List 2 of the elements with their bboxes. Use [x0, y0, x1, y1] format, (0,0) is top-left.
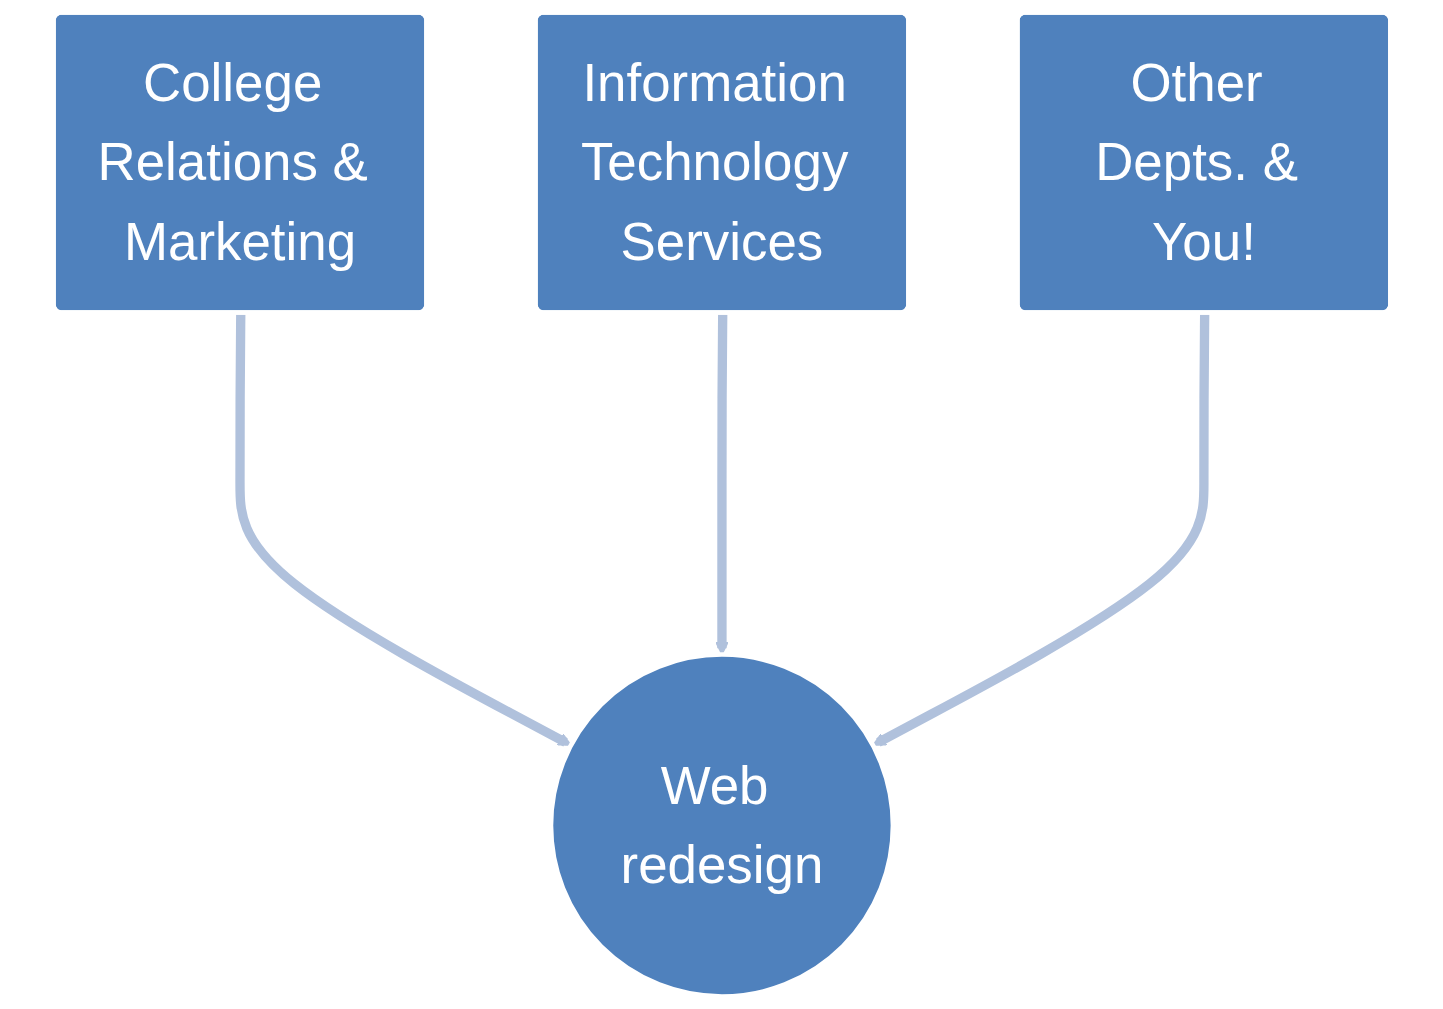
arrow	[234, 313, 572, 747]
arrow	[871, 313, 1209, 747]
